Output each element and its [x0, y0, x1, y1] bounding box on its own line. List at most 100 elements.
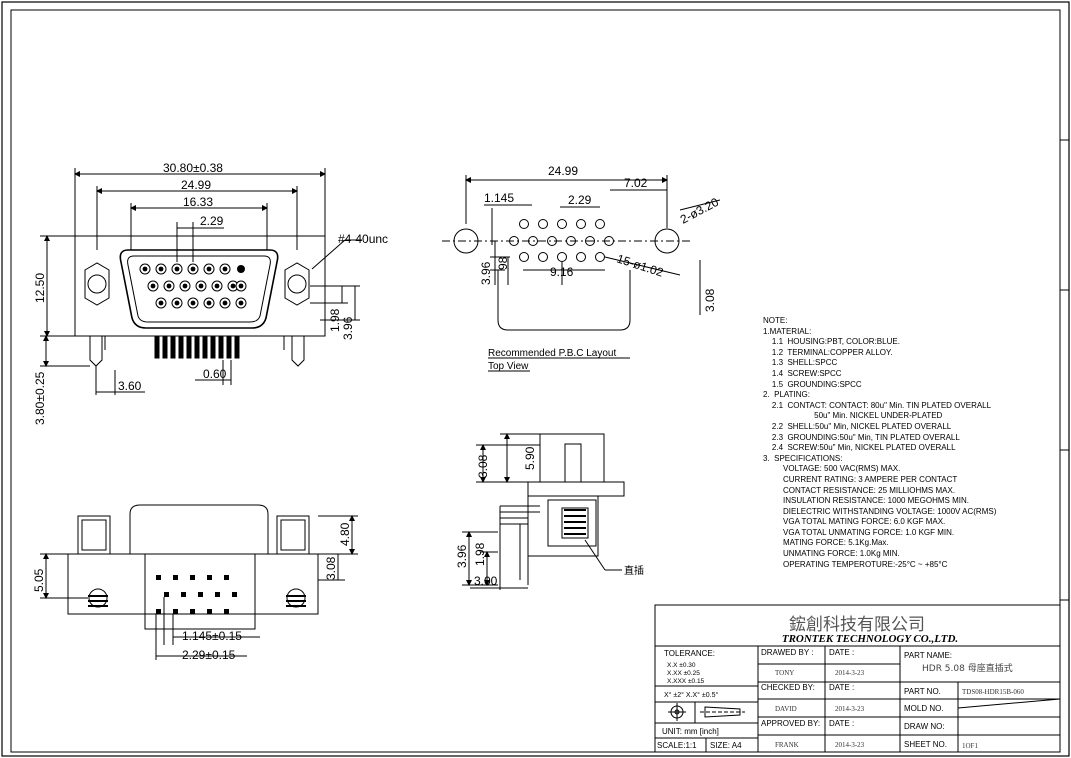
note-line: 2. PLATING:: [763, 390, 810, 400]
dim-pcb-hole-small: 15-ø1.02: [615, 252, 665, 280]
dim-front-shell: 16.33: [183, 195, 213, 209]
note-line: 1.MATERIAL:: [763, 326, 812, 336]
dim-pcb-229: 2.29: [568, 193, 592, 207]
approved-by: FRANK: [775, 741, 799, 749]
draw-no-label: DRAW NO:: [904, 722, 945, 731]
dim-pcb-1145: 1.145: [484, 191, 514, 205]
note-line: UNMATING FORCE: 1.0Kg MIN.: [763, 549, 900, 559]
note-line: VGA TOTAL UNMATING FORCE: 1.0 KGF MIN.: [763, 527, 955, 537]
approved-by-label: APPROVED BY:: [761, 719, 820, 728]
thread-label: #4-40unc: [338, 232, 388, 246]
dim-bottom-308: 3.08: [324, 556, 338, 580]
bottom-screw-left: [88, 595, 108, 607]
dim-pcb-702: 7.02: [624, 176, 648, 190]
note-line: 3. SPECIFICATIONS:: [763, 453, 843, 463]
dim-pcb-308: 3.08: [703, 288, 717, 312]
pcb-caption-topview: Top View: [488, 361, 529, 372]
notes-block: NOTE:1.MATERIAL: 1.1 HOUSING:PBT, COLOR:…: [763, 316, 1063, 570]
tolerance-2: X.XX ±0.25: [667, 670, 700, 677]
note-line: CURRENT RATING: 3 AMPERE PER CONTACT: [763, 474, 958, 484]
date-2: 2014-3-23: [835, 705, 865, 713]
note-line: 1.4 SCREW:SPCC: [763, 368, 842, 378]
dim-front-mount: 24.99: [181, 178, 211, 192]
pcb-layout-view: [442, 175, 721, 372]
note-line: VGA TOTAL MATING FORCE: 6.0 KGF MAX.: [763, 517, 946, 527]
checked-by-label: CHECKED BY:: [761, 683, 815, 692]
dim-front-pitch: 2.29: [200, 214, 224, 228]
dim-pcb-396: 3.96: [479, 261, 493, 285]
bottom-view-labels: 4.80 3.08 5.05 1.145±0.15 2.29±0.15: [32, 522, 352, 662]
dim-bottom-1145: 1.145±0.15: [182, 629, 242, 643]
dim-side-198: 1.98: [473, 542, 487, 566]
sheet-no: 1OF1: [962, 742, 978, 750]
dim-side-396: 3.96: [455, 544, 469, 568]
part-no: TDS08-HDR15B-060: [962, 688, 1024, 696]
side-view-labels: 3.08 5.90 3.96 1.98 3.00 直插: [455, 446, 644, 588]
bottom-view: [40, 504, 358, 660]
note-line: 1.5 GROUNDING:SPCC: [763, 379, 862, 389]
dim-front-height: 12.50: [33, 273, 47, 303]
part-name-label: PART NAME:: [904, 651, 952, 660]
pcb-pads: [509, 219, 614, 262]
tolerance-3: X.XXX ±0.15: [667, 678, 705, 685]
dim-bottom-505: 5.05: [32, 568, 46, 592]
part-name: HDR 5.08 母座直插式: [922, 662, 1013, 674]
dim-front-380: 3.80±0.25: [33, 371, 47, 425]
dim-front-198: 1.98: [328, 308, 342, 332]
note-line: INSULATION RESISTANCE: 1000 MEGOHMS MIN.: [763, 496, 969, 506]
dim-front-396: 3.96: [341, 316, 355, 340]
note-line: MATING FORCE: 5.1Kg.Max.: [763, 538, 889, 548]
dim-pcb-98: 98: [496, 256, 510, 270]
mold-no-label: MOLD NO.: [904, 704, 944, 713]
note-line: VOLTAGE: 500 VAC(RMS) MAX.: [763, 464, 901, 474]
title-block-text: 鋐創科技有限公司 TRONTEK TECHNOLOGY CO.,LTD. TOL…: [657, 615, 1024, 750]
date-label-3: DATE :: [829, 719, 854, 728]
dim-pcb-916: 9.16: [550, 265, 574, 279]
dim-front-overall: 30.80±0.38: [163, 161, 223, 175]
dim-side-590: 5.90: [523, 446, 537, 470]
side-view: [462, 433, 625, 590]
note-line: 2.1 CONTACT: CONTACT: 80u" Min. TIN PLAT…: [763, 400, 992, 410]
company-name-cn: 鋐創科技有限公司: [789, 615, 925, 635]
title-block: [654, 604, 1061, 753]
dim-side-308: 3.08: [476, 454, 490, 478]
note-line: NOTE:: [763, 316, 788, 325]
note-line: 1.2 TERMINAL:COPPER ALLOY.: [763, 347, 893, 357]
note-line: CONTACT RESISTANCE: 25 MILLIOHMS MAX.: [763, 485, 956, 495]
unit-label: UNIT: mm [inch]: [662, 727, 719, 736]
company-name-en: TRONTEK TECHNOLOGY CO.,LTD.: [782, 633, 958, 645]
dim-front-060: 0.60: [203, 367, 227, 381]
front-view: [40, 168, 362, 395]
sheet-no-label: SHEET NO.: [904, 740, 947, 749]
part-no-label: PART NO.: [904, 687, 941, 696]
note-line: OPERATING TEMPEROTURE:-25°C ~ +85°C: [763, 559, 948, 569]
dim-pcb-overall: 24.99: [548, 164, 578, 178]
dim-bottom-229: 2.29±0.15: [182, 648, 236, 662]
dim-pcb-hole-big: 2-ø3.20: [678, 195, 721, 227]
bottom-pins: [156, 575, 237, 614]
dim-bottom-480: 4.80: [338, 522, 352, 546]
dim-side-300: 3.00: [474, 574, 498, 588]
date-label-1: DATE :: [829, 648, 854, 657]
note-line: 2.4 SCREW:50u" Min, NICKEL PLATED OVERAL…: [763, 443, 956, 453]
bottom-screw-right: [286, 595, 306, 607]
drawn-by-label: DRAWED BY :: [761, 648, 813, 657]
date-3: 2014-3-23: [835, 741, 865, 749]
tolerance-1: X.X ±0.30: [667, 662, 696, 669]
note-line: 2.3 GROUNDING:50u" Min, TIN PLATED OVERA…: [763, 432, 960, 442]
front-view-labels: 30.80±0.38 24.99 16.33 2.29 12.50 #4-40u…: [33, 161, 388, 425]
tolerance-label: TOLERANCE:: [664, 649, 715, 658]
date-label-2: DATE :: [829, 683, 854, 692]
note-line: 1.1 HOUSING:PBT, COLOR:BLUE.: [763, 337, 900, 347]
dim-front-360: 3.60: [118, 379, 142, 393]
note-line: 50u" Min. NICKEL UNDER-PLATED: [763, 411, 943, 421]
note-line: DIELECTRIC WITHSTANDING VOLTAGE: 1000V A…: [763, 506, 997, 516]
scale-label: SCALE:1:1: [657, 741, 697, 750]
label-straight: 直插: [624, 564, 644, 577]
front-terminals: [89, 335, 305, 367]
size-label: SIZE: A4: [710, 741, 742, 750]
checked-by: DAVID: [775, 705, 797, 713]
note-line: 1.3 SHELL:SPCC: [763, 358, 838, 368]
